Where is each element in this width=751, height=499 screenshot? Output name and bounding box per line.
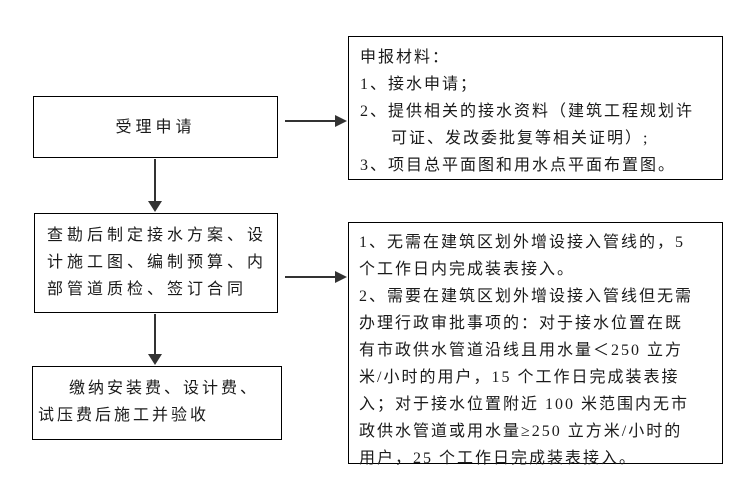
installation-timelines-box: 1、无需在建筑区划外增设接入管线的，5 个工作日内完成装表接入。 2、需要在建筑… [348,222,723,467]
arrowhead-right-icon [335,271,347,283]
arrowhead-down-icon [148,354,162,365]
arrow-shaft [154,314,156,355]
text-line: 1、无需在建筑区划外增设接入管线的，5 [359,234,686,251]
text-line: 缴纳安装费、设计费、 [69,380,260,397]
survey-design-contract-box: 查勘后制定接水方案、设 计施工图、编制预算、内 部管道质检、签订合同 [34,213,278,313]
text-line: 2、提供相关的接水资料（建筑工程规划许 [360,103,695,120]
text-line: 入；对于接水位置附近 100 米范围内无市 [359,396,690,413]
text-line: 查勘后制定接水方案、设 [47,227,268,244]
accept-application-box: 受理申请 [33,96,278,158]
accept-application-label: 受理申请 [115,118,196,136]
text-line: 2、需要在建筑区划外增设接入管线但无需 [359,288,694,305]
text-line: 个工作日内完成装表接入。 [359,261,576,278]
text-line: 办理行政审批事项的：对于接水位置在既 [359,315,684,332]
arrowhead-down-icon [148,201,162,212]
arrow-shaft [154,159,156,202]
application-materials-box: 申报材料： 1、接水申请； 2、提供相关的接水资料（建筑工程规划许 可证、发改委… [348,36,723,180]
text-line: 部管道质检、签订合同 [47,281,248,298]
text-line: 可证、发改委批复等相关证明）; [391,130,650,147]
arrowhead-right-icon [335,115,347,127]
text-line: 试压费后施工并验收 [38,407,210,424]
text-line: 3、项目总平面图和用水点平面布置图。 [360,157,677,174]
arrow-right-survey-to-timelines [285,271,347,283]
text-line: 申报材料： [360,49,451,66]
text-line: 有市政供水管道沿线且用水量＜250 立方 [359,342,684,359]
text-line: 用户，25 个工作日完成装表接入。 [359,450,638,467]
arrow-shaft [285,120,336,122]
arrow-right-accept-to-materials [285,115,347,127]
text-line: 政供水管道或用水量≥250 立方米/小时的 [359,423,683,440]
arrow-down-accept-to-survey [148,159,162,212]
arrow-down-survey-to-payment [148,314,162,365]
text-line: 米/小时的用户，15 个工作日完成装表接 [359,369,680,386]
text-line: 计施工图、编制预算、内 [47,254,268,271]
arrow-shaft [285,276,336,278]
text-line: 1、接水申请； [360,76,479,93]
payment-construction-box: 缴纳安装费、设计费、 试压费后施工并验收 [32,366,282,440]
